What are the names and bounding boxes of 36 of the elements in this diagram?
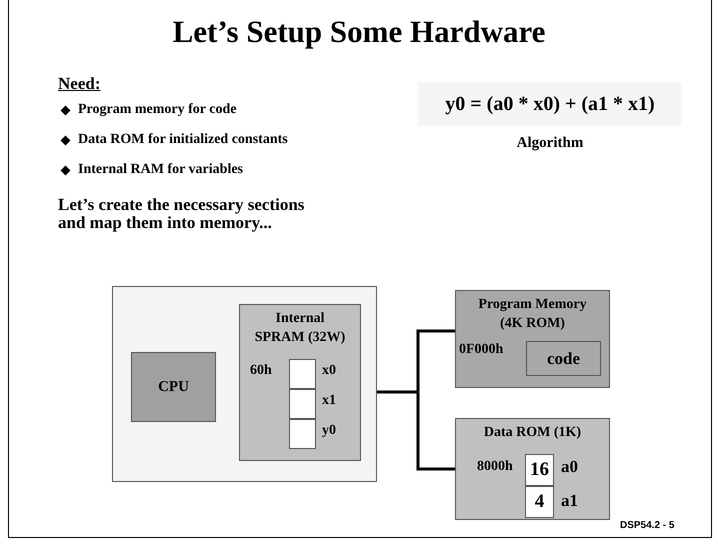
node-label: Program Memory (4K ROM) xyxy=(477,296,588,333)
memory-block xyxy=(455,418,610,520)
heading: Need: xyxy=(58,74,100,94)
memory-cell xyxy=(525,454,554,486)
memory-cell xyxy=(289,419,316,449)
node-label: 16 xyxy=(529,460,550,480)
body-text: Let’s create the necessary sections and map them into memory... xyxy=(58,196,306,232)
slide-title: Let’s Setup Some Hardware xyxy=(172,14,546,50)
caption-text: Algorithm xyxy=(516,135,584,152)
address-label: 0F000h xyxy=(459,342,504,358)
bullet-text: Internal RAM for variables xyxy=(78,162,243,178)
slide-number: DSP54.2 - 5 xyxy=(620,520,674,531)
address-label: x1 xyxy=(322,393,336,409)
address-label: a0 xyxy=(561,457,578,477)
node-label: Internal SPRAM (32W) xyxy=(254,310,346,347)
bullet-text: Data ROM for initialized constants xyxy=(78,132,288,148)
node-label: 4 xyxy=(534,492,546,512)
node-label: CPU xyxy=(157,378,190,397)
address-label: 8000h xyxy=(477,459,513,475)
code-section-box xyxy=(526,341,601,376)
memory-cell xyxy=(289,359,316,389)
memory-block xyxy=(239,304,361,461)
memory-cell xyxy=(525,486,554,518)
address-label: a1 xyxy=(561,491,578,511)
node-label: Data ROM (1K) xyxy=(482,424,582,442)
chip-box xyxy=(112,286,377,482)
bullet-text: Program memory for code xyxy=(78,102,236,118)
address-label: y0 xyxy=(322,423,336,439)
bus-line xyxy=(377,390,455,470)
node-label: code xyxy=(546,348,582,368)
address-label: 60h xyxy=(250,363,272,379)
cpu-box xyxy=(131,352,216,422)
equation-text: y0 = (a0 * x0) + (a1 * x1) xyxy=(418,82,682,126)
memory-block xyxy=(455,290,610,388)
address-label: x0 xyxy=(322,363,336,379)
memory-cell xyxy=(289,389,316,419)
